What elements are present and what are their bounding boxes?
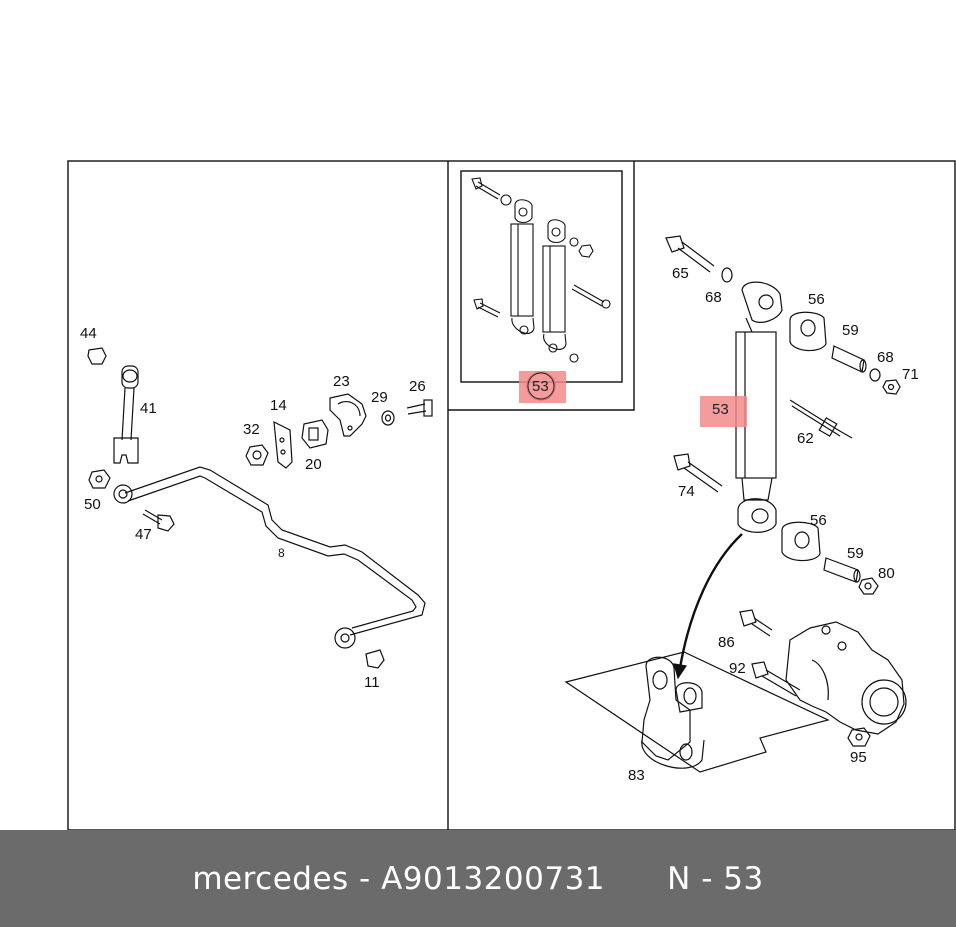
footer-separator: - [348,860,382,897]
callout-44: 44 [80,325,97,342]
callout-68-top: 68 [705,289,722,306]
footer-gap [605,861,667,897]
footer-part-number: A9013200731 [381,860,606,897]
callout-8: 8 [278,546,285,560]
callout-65: 65 [672,265,689,282]
callout-50: 50 [84,496,101,513]
callout-29: 29 [371,389,388,406]
part-footer-bar: mercedes - A9013200731 N - 53 [0,830,956,927]
callout-59-bottom: 59 [847,545,864,562]
callout-26: 26 [409,378,426,395]
callout-59-top: 59 [842,322,859,339]
callout-86: 86 [718,634,735,651]
callout-11: 11 [364,674,380,691]
callout-14: 14 [270,397,287,414]
callout-62: 62 [797,430,814,447]
callout-53: 53 [712,401,729,418]
callout-inset-53: 53 [532,378,549,395]
callout-92: 92 [729,660,746,677]
callout-56-top: 56 [808,291,825,308]
callout-20: 20 [305,456,322,473]
callout-56-bottom: 56 [810,512,827,529]
callout-47: 47 [135,526,152,543]
callout-23: 23 [333,373,350,390]
stabilizer-bar-assembly [87,347,433,669]
callout-32: 32 [243,421,260,438]
shock-absorber-assembly [564,235,907,773]
callout-68-right: 68 [877,349,894,366]
callout-80: 80 [878,565,895,582]
highlight-inset-53 [519,371,566,403]
highlight-main-53 [700,396,747,427]
parts-diagram: 44 41 50 47 8 11 32 14 20 23 29 26 53 65… [67,160,956,830]
inset-shock-absorbers [471,177,611,401]
callout-41: 41 [140,400,157,417]
footer-ref: N - 53 [667,860,764,897]
callout-95: 95 [850,749,867,766]
footer-brand: mercedes [192,860,349,897]
callout-83: 83 [628,767,645,784]
callout-74: 74 [678,483,695,500]
callout-71: 71 [902,366,919,383]
